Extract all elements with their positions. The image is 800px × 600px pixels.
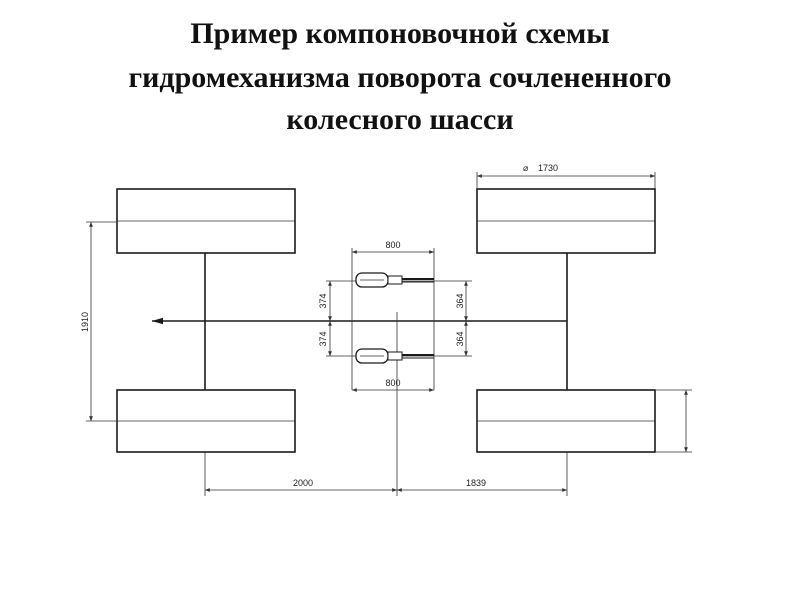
title-line-2: гидромеханизма поворота сочлененного [128, 61, 672, 94]
rear-base-label: 1839 [466, 478, 486, 488]
dimension-wheelbase: 2000 1839 [204, 452, 568, 496]
dimension-wheel-diameter: ⌀ 1730 [476, 163, 656, 189]
dimension-cylinder-block-bottom: 800 [352, 378, 434, 392]
left-lower-offset-label: 374 [318, 331, 328, 346]
wheel-front-bottom [116, 389, 296, 453]
left-upper-offset-label: 374 [318, 293, 328, 308]
front-base-label: 2000 [293, 478, 313, 488]
diameter-symbol: ⌀ [523, 163, 529, 173]
dimension-track: 1910 [80, 221, 117, 422]
wheel-rear-top [476, 188, 656, 254]
dimension-left-offsets: 374 374 [318, 280, 352, 357]
wheel-front-top [116, 188, 296, 254]
right-lower-offset-label: 364 [455, 331, 465, 346]
hydraulic-cylinder-top [355, 272, 434, 288]
dimension-right-offsets: 364 364 [455, 281, 468, 356]
wheel-diameter-label: 1730 [538, 163, 558, 173]
title-line-3: колесного шасси [286, 103, 514, 136]
cylinder-block-top-label: 800 [385, 240, 400, 250]
right-upper-offset-label: 364 [455, 293, 465, 308]
hydraulic-cylinder-bottom [355, 348, 434, 364]
cylinder-block-bottom-label: 800 [385, 378, 400, 388]
title-line-1: Пример компоновочной схемы [190, 17, 610, 50]
track-label: 1910 [80, 312, 90, 332]
wheel-rear-bottom [476, 389, 656, 453]
dimension-rear-wheel-width [655, 389, 692, 453]
dimension-cylinder-block-top: 800 [351, 240, 435, 256]
